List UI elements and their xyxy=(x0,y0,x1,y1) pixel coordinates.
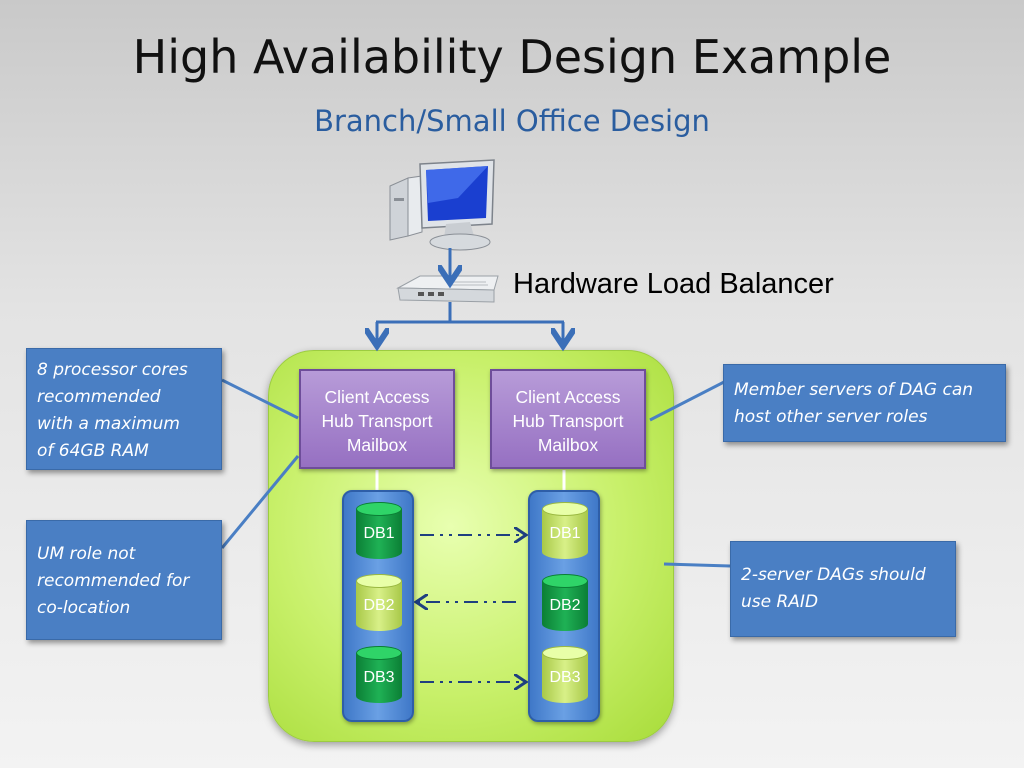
note-raid: 2-server DAGs should use RAID xyxy=(730,541,956,637)
server-1-db3-database-icon: DB3 xyxy=(356,646,402,708)
note-cores-line-1: 8 processor cores xyxy=(37,360,188,380)
note-raid-line-2: use RAID xyxy=(741,592,819,612)
network-appliance-icon xyxy=(396,275,499,303)
note-um-line-1: UM role not xyxy=(37,544,136,564)
server-1-db2-database-icon: DB2 xyxy=(356,574,402,636)
server-2-db2-label: DB2 xyxy=(549,597,581,614)
note-um-line-2: recommended for xyxy=(37,571,190,591)
note-member-servers: Member servers of DAG can host other ser… xyxy=(723,364,1006,442)
note-um-role: UM role not recommended for co-location xyxy=(26,520,222,640)
server-1-role-mailbox: Mailbox xyxy=(346,435,408,455)
note-processor-cores: 8 processor cores recommended with a max… xyxy=(26,348,222,470)
server-1-role-hub-transport: Hub Transport xyxy=(321,411,433,431)
server-2-db2-database-icon: DB2 xyxy=(542,574,588,636)
server-2-db3-database-icon: DB3 xyxy=(542,646,588,708)
server-1-role-client-access: Client Access xyxy=(324,387,430,407)
slide-title: High Availability Design Example xyxy=(132,30,892,84)
server-2-role-mailbox: Mailbox xyxy=(537,435,599,455)
server-2-role-client-access: Client Access xyxy=(515,387,621,407)
server-1-db2-label: DB2 xyxy=(363,597,395,614)
note-um-line-3: co-location xyxy=(37,598,131,618)
note-cores-line-4: of 64GB RAM xyxy=(37,441,149,461)
server-2-db3-label: DB3 xyxy=(549,669,581,686)
server-2-role-hub-transport: Hub Transport xyxy=(512,411,624,431)
load-balancer-label: Hardware Load Balancer xyxy=(513,268,834,300)
server-2-db1-database-icon: DB1 xyxy=(542,502,588,564)
server-1-db1-database-icon: DB1 xyxy=(356,502,402,564)
server-1-db3-label: DB3 xyxy=(363,669,395,686)
server-2-db1-label: DB1 xyxy=(549,525,581,542)
server-1-roles: Client Access Hub Transport Mailbox xyxy=(299,369,455,469)
desktop-computer-icon xyxy=(389,159,495,251)
server-1-db1-label: DB1 xyxy=(363,525,395,542)
note-member-line-2: host other server roles xyxy=(734,407,928,427)
note-cores-line-2: recommended xyxy=(37,387,161,407)
note-raid-line-1: 2-server DAGs should xyxy=(741,565,926,585)
slide-subtitle: Branch/Small Office Design xyxy=(314,104,710,138)
server-2-roles: Client Access Hub Transport Mailbox xyxy=(490,369,646,469)
note-member-line-1: Member servers of DAG can xyxy=(734,380,974,400)
note-cores-line-3: with a maximum xyxy=(37,414,180,434)
